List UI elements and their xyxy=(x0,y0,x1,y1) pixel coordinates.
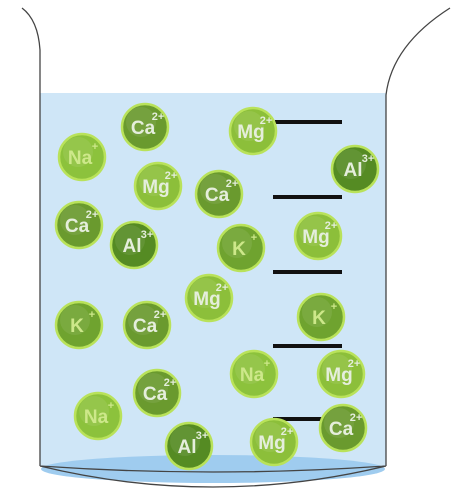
ion-ca: Ca2+ xyxy=(124,302,170,348)
ion-symbol: Na xyxy=(240,365,265,386)
ion-charge: 3+ xyxy=(196,430,209,442)
ion-charge: + xyxy=(108,400,114,412)
ion-mg: Mg2+ xyxy=(251,419,297,465)
ion-charge: 2+ xyxy=(281,426,294,438)
ion-charge: 2+ xyxy=(226,178,239,190)
ion-mg: Mg2+ xyxy=(186,275,232,321)
ion-al: Al3+ xyxy=(332,146,378,192)
ion-symbol: Na xyxy=(68,148,93,169)
ion-charge: 2+ xyxy=(325,220,338,232)
ion-charge: 2+ xyxy=(86,209,99,221)
ion-symbol: K xyxy=(70,316,84,337)
ion-charge: + xyxy=(251,232,257,244)
ion-charge: 3+ xyxy=(362,153,375,165)
ion-charge: 2+ xyxy=(165,170,178,182)
ion-mg: Mg2+ xyxy=(318,351,364,397)
ion-ca: Ca2+ xyxy=(320,405,366,451)
ion-al: Al3+ xyxy=(111,222,157,268)
ion-mg: Mg2+ xyxy=(135,163,181,209)
ion-charge: 2+ xyxy=(152,111,165,123)
ion-symbol: K xyxy=(232,239,246,260)
ion-symbol: Al xyxy=(123,236,142,257)
ion-charge: + xyxy=(264,358,270,370)
ion-symbol: K xyxy=(312,308,326,329)
ion-symbol: Na xyxy=(84,407,109,428)
ion-ca: Ca2+ xyxy=(56,202,102,248)
ion-ca: Ca2+ xyxy=(134,370,180,416)
ion-na: Na+ xyxy=(231,351,277,397)
ion-charge: 3+ xyxy=(141,229,154,241)
ion-al: Al3+ xyxy=(166,423,212,469)
ion-charge: + xyxy=(92,141,98,153)
ion-mg: Mg2+ xyxy=(230,108,276,154)
ion-charge: 2+ xyxy=(164,377,177,389)
ion-na: Na+ xyxy=(75,393,121,439)
ion-charge: 2+ xyxy=(154,309,167,321)
ion-symbol: Al xyxy=(178,437,197,458)
ion-ca: Ca2+ xyxy=(122,104,168,150)
ion-charge: 2+ xyxy=(260,115,273,127)
ion-charge: 2+ xyxy=(348,358,361,370)
ion-k: K+ xyxy=(218,225,264,271)
ion-na: Na+ xyxy=(59,134,105,180)
ion-charge: + xyxy=(89,309,95,321)
ion-ca: Ca2+ xyxy=(196,171,242,217)
ion-charge: + xyxy=(331,301,337,313)
ion-mg: Mg2+ xyxy=(295,213,341,259)
ion-k: K+ xyxy=(298,294,344,340)
ion-charge: 2+ xyxy=(216,282,229,294)
ion-charge: 2+ xyxy=(350,412,363,424)
ion-k: K+ xyxy=(56,302,102,348)
ion-symbol: Al xyxy=(344,160,363,181)
